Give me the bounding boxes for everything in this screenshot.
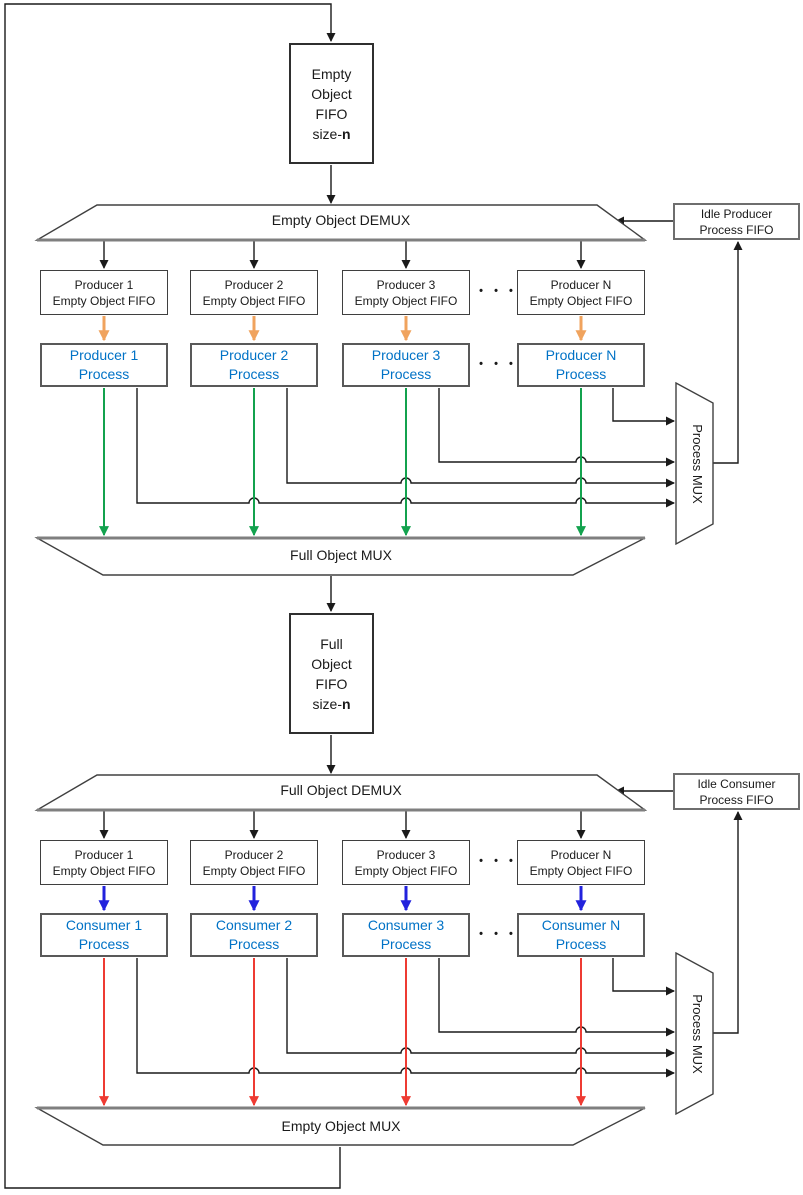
- full-object-arrows: [99, 388, 586, 537]
- empty-object-fifo-size: size-n: [312, 125, 351, 142]
- producer-3-to-process-mux-wire: [438, 388, 675, 467]
- full-object-demux-label: Full Object DEMUX: [280, 782, 402, 798]
- producer-process-ellipsis: • • •: [479, 358, 517, 370]
- consumer-n-to-process-mux-wire: [612, 958, 675, 996]
- full-object-mux-label: Full Object MUX: [290, 547, 392, 563]
- empty-object-return-arrows: [99, 958, 586, 1107]
- empty-object-fifo-line2: Object: [311, 85, 352, 102]
- full-object-fifo-line1: Full: [320, 635, 343, 652]
- process-mux-bottom-label: Process MUX: [690, 994, 705, 1074]
- idle-producer-line1: Idle Producer: [700, 206, 773, 221]
- idle-consumer-line1: Idle Consumer: [697, 776, 776, 791]
- process-mux-to-idle-producer-wire: [713, 241, 743, 464]
- full-object-fifo-box: Full Object FIFO size-n: [289, 613, 374, 734]
- consumer-3-to-process-mux-wire: [438, 958, 675, 1037]
- process-mux-to-idle-consumer-wire: [713, 811, 743, 1034]
- trapezoid-shapes: [34, 204, 714, 1146]
- full-object-grant-arrows: [98, 886, 587, 912]
- outer-loop-wire: [4, 3, 341, 1189]
- trapezoid-gray-edges: [37, 238, 645, 1110]
- idle-consumer-line2: Process FIFO: [699, 792, 774, 807]
- idle-producer-process-fifo-box: Idle Producer Process FIFO: [673, 203, 800, 240]
- producer-fifo-ellipsis: • • •: [479, 285, 517, 297]
- process-mux-top-shape: [675, 381, 714, 546]
- producer-n-to-process-mux-wire: [612, 388, 675, 426]
- full-object-fifo-line2: Object: [311, 655, 352, 672]
- empty-object-mux-label: Empty Object MUX: [281, 1118, 401, 1134]
- process-mux-top-label: Process MUX: [690, 424, 705, 504]
- consumer-fifo-ellipsis: • • •: [479, 855, 517, 867]
- idle-producer-line2: Process FIFO: [699, 222, 774, 237]
- empty-object-grant-arrows: [98, 316, 587, 342]
- producer-2-to-process-mux-wire: [286, 388, 675, 488]
- full-object-fifo-line3: FIFO: [315, 675, 348, 692]
- empty-object-fifo-box: Empty Object FIFO size-n: [289, 43, 374, 164]
- consumer-2-to-process-mux-wire: [286, 958, 675, 1058]
- empty-object-demux-label: Empty Object DEMUX: [271, 212, 411, 228]
- process-mux-bottom-shape: [675, 951, 714, 1116]
- empty-object-fifo-line1: Empty: [311, 65, 352, 82]
- idle-consumer-process-fifo-box: Idle Consumer Process FIFO: [673, 773, 800, 810]
- empty-object-fifo-line3: FIFO: [315, 105, 348, 122]
- full-object-fifo-size: size-n: [312, 695, 351, 712]
- consumer-process-ellipsis: • • •: [479, 928, 517, 940]
